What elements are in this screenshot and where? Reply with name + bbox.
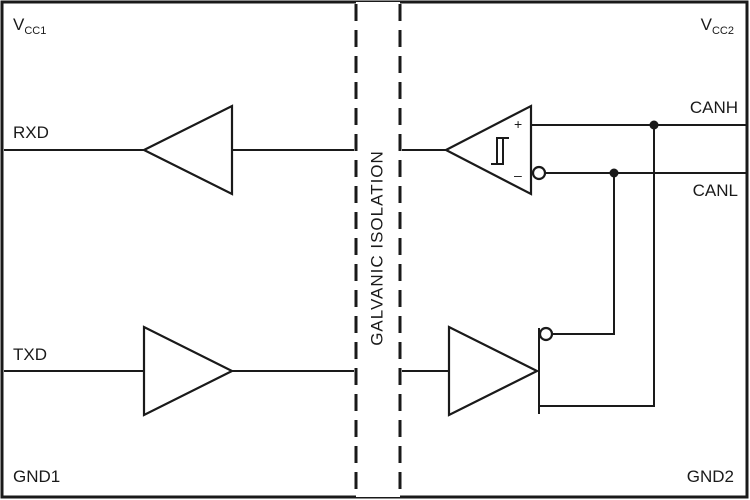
txd-label: TXD (13, 345, 47, 364)
rxd-label: RXD (13, 123, 49, 142)
isolation-barrier (356, 2, 400, 497)
driver-buffer (447, 325, 540, 417)
gnd2-label: GND2 (687, 467, 734, 486)
vcc2-label: VCC2 (701, 15, 734, 37)
hysteresis-symbol (491, 137, 509, 165)
driver-canh-wire (539, 125, 655, 407)
driver-canl-wire (552, 173, 615, 335)
receiver-minus-sign: – (514, 167, 522, 183)
gnd1-label: GND1 (13, 467, 60, 486)
driver-inverting-bubble (538, 326, 554, 342)
canh-junction-dot (649, 120, 659, 130)
receiver-comparator (443, 104, 533, 196)
canh-label: CANH (690, 98, 738, 117)
txd-buffer (142, 325, 235, 417)
rxd-buffer (141, 104, 234, 196)
barrier-label: GALVANIC ISOLATION (367, 150, 386, 346)
canl-label: CANL (693, 181, 738, 200)
canl-junction-dot (609, 168, 619, 178)
vcc1-label: VCC1 (13, 15, 46, 37)
receiver-inverting-bubble (531, 165, 547, 181)
receiver-plus-sign: + (514, 116, 522, 132)
